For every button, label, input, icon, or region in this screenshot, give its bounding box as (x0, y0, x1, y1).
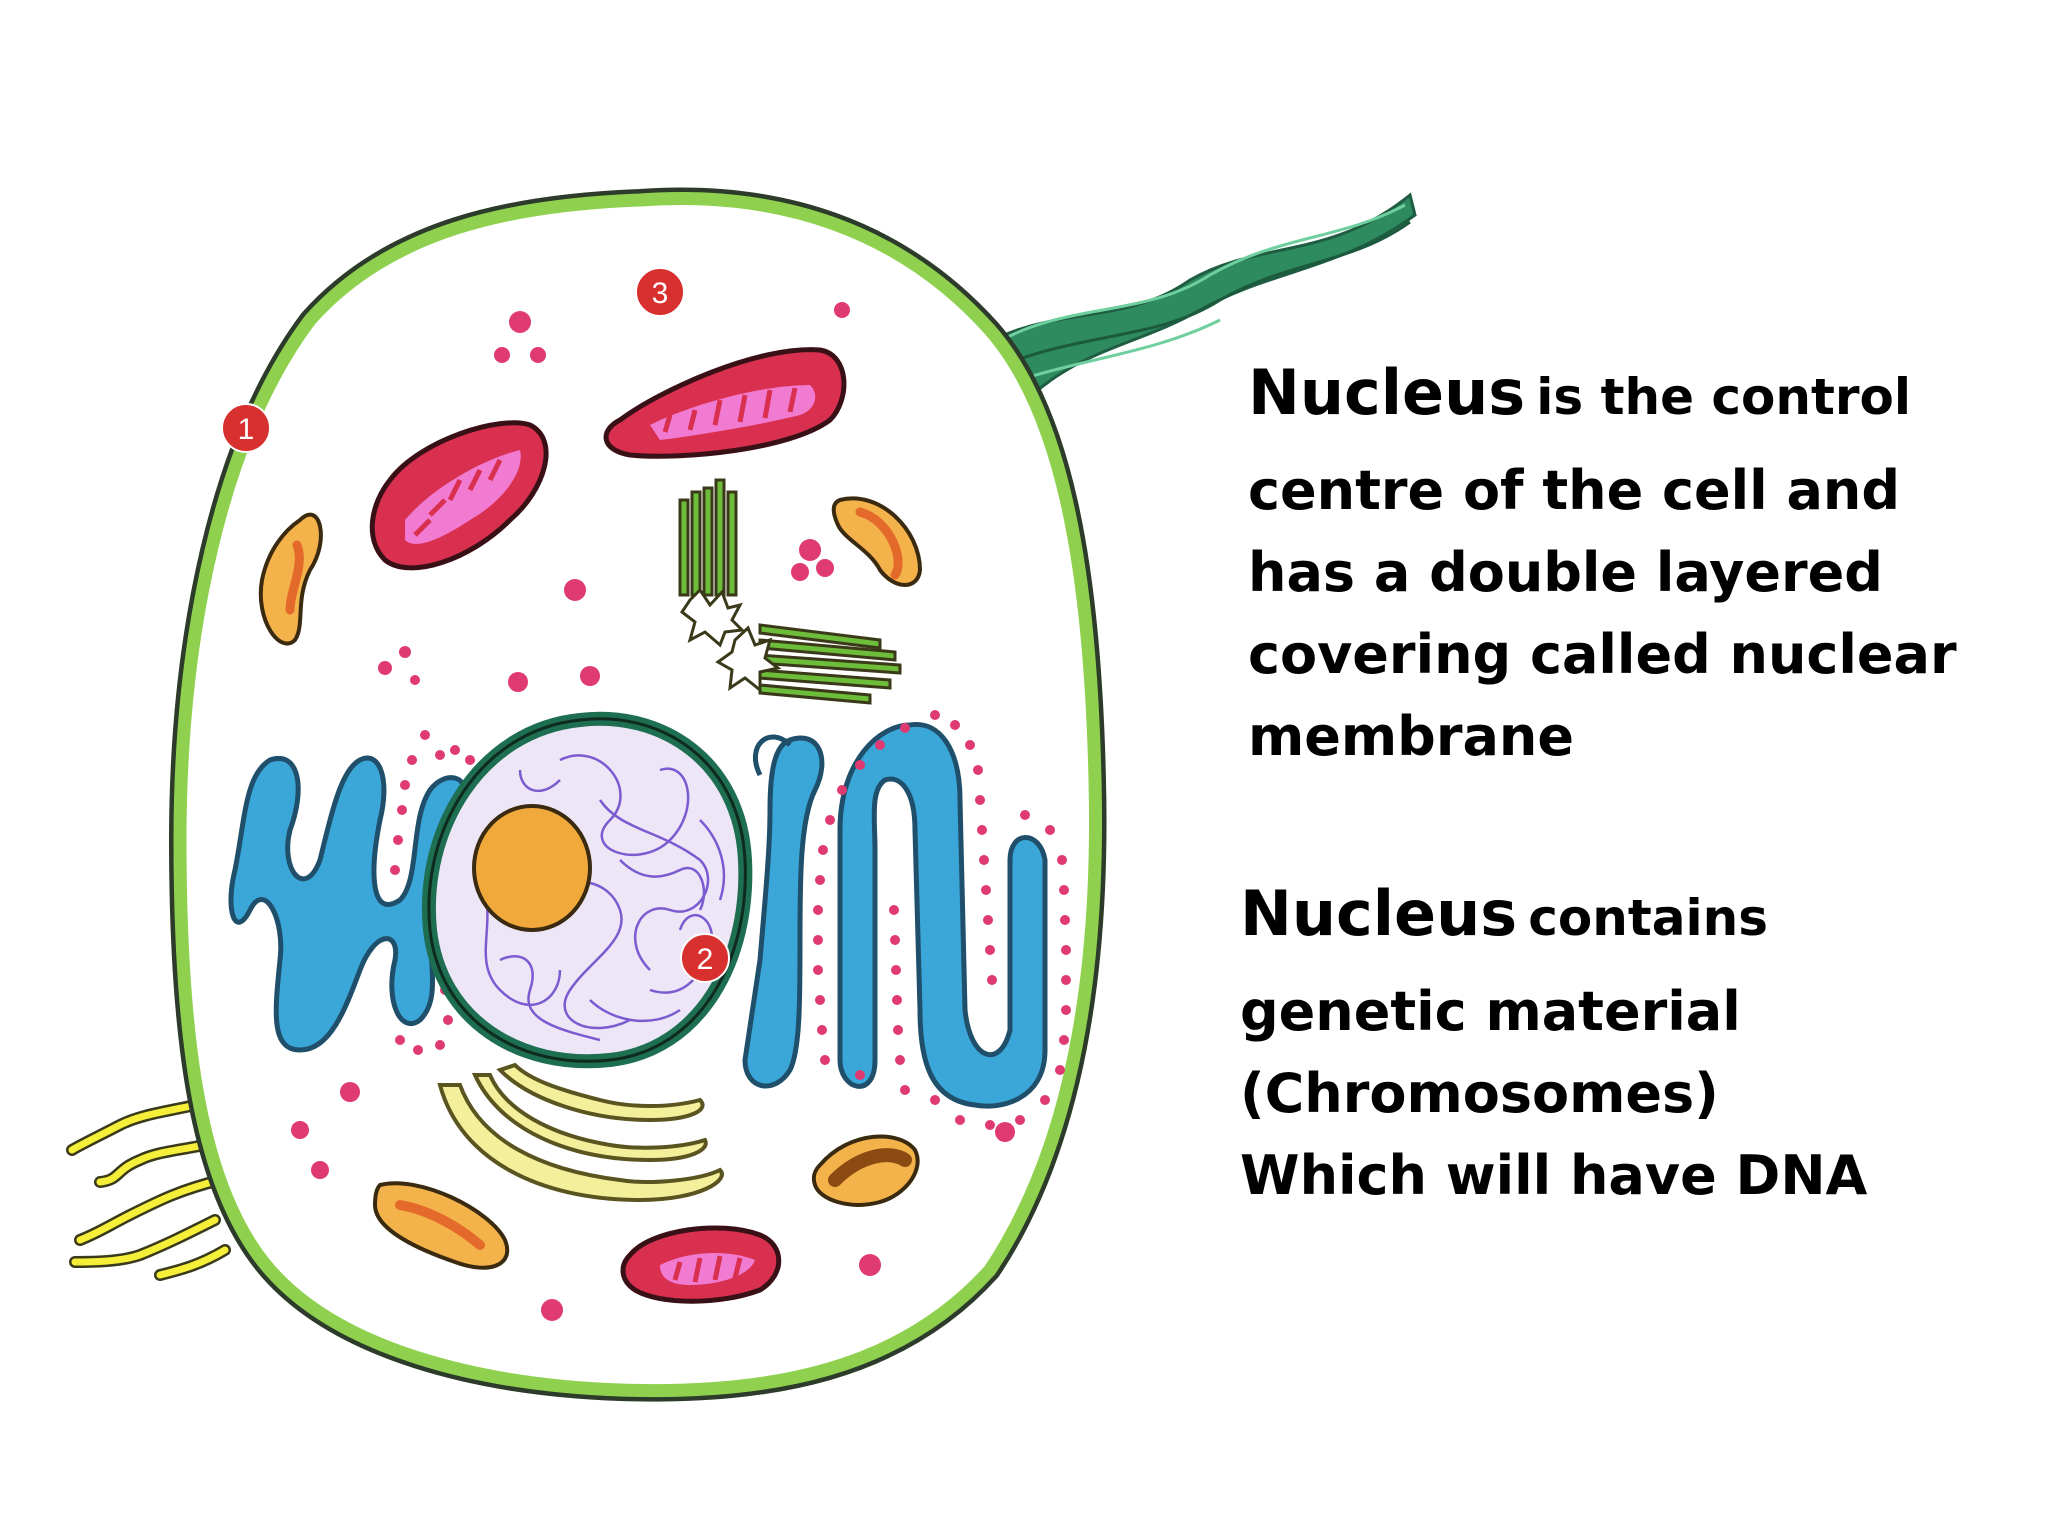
cilia (66, 1089, 236, 1281)
lysosome-bottom-right (811, 1134, 920, 1207)
text-1-line: membrane (1248, 705, 1574, 768)
mitochondrion-left (369, 420, 549, 571)
lysosome-right-top (831, 496, 923, 587)
mitochondrion-top (603, 347, 847, 459)
text-2-first-line: Nucleus contains (1240, 873, 2020, 971)
centrioles (678, 478, 902, 705)
smooth-er-right (742, 734, 825, 1089)
mitochondrion-bottom (620, 1225, 782, 1304)
nucleus (421, 711, 753, 1069)
text-2-first-line-rest: contains (1528, 889, 1768, 947)
flagellum (958, 192, 1417, 433)
text-1-line: has a double layered (1248, 541, 1883, 604)
ribosomes-right (813, 710, 1071, 1130)
lysosome-bottom-left (372, 1181, 509, 1270)
keyword-nucleus: Nucleus (1248, 356, 1526, 429)
text-1-first-line: Nucleus is the control (1248, 352, 2028, 450)
marker-1: 1 (221, 403, 271, 453)
svg-text:1: 1 (238, 413, 255, 446)
chromatin (478, 754, 726, 1042)
text-1-line: covering called nuclear (1248, 623, 1957, 686)
keyword-nucleus: Nucleus (1240, 877, 1518, 950)
text-2-line: Which will have DNA (1240, 1144, 1868, 1207)
nucleus-genetic-material-text: Nucleus contains genetic material (Chrom… (1240, 873, 2020, 1217)
lysosome-left (258, 512, 323, 646)
svg-text:2: 2 (697, 943, 714, 976)
marker-3: 3 (635, 267, 685, 317)
text-1-line: centre of the cell and (1248, 459, 1901, 522)
text-2-line: (Chromosomes) (1240, 1062, 1719, 1125)
nucleus-control-centre-text: Nucleus is the control centre of the cel… (1248, 352, 2028, 778)
free-ribosomes (291, 302, 1015, 1321)
text-2-line: genetic material (1240, 980, 1741, 1043)
rough-er-right (813, 710, 1071, 1130)
golgi-apparatus (437, 1062, 724, 1203)
marker-2: 2 (680, 933, 730, 983)
nucleolus (472, 804, 592, 932)
svg-text:3: 3 (652, 277, 669, 310)
text-1-first-line-rest: is the control (1536, 368, 1912, 426)
